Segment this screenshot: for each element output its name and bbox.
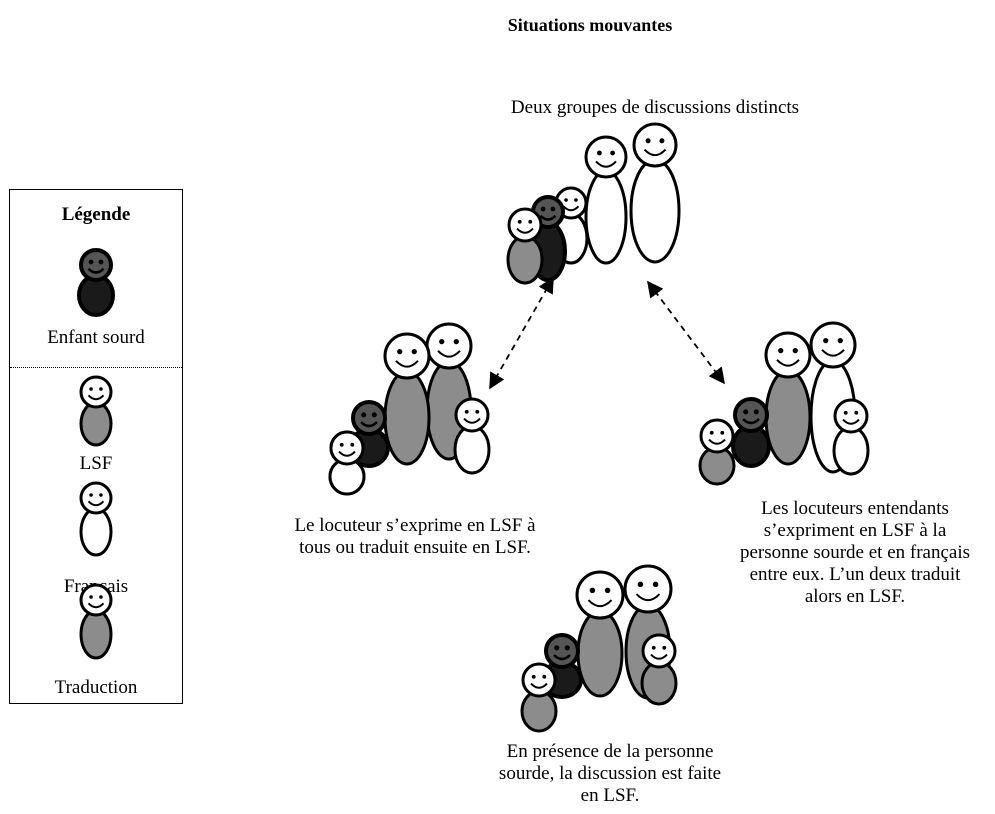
lsf-figure-icon (79, 375, 113, 447)
lsf-figure (698, 418, 736, 486)
caption-right-line: s’expriment en LSF à la (763, 520, 947, 541)
person-figure (328, 430, 366, 496)
legend-label-translation: Traduction (54, 677, 138, 698)
legend-label-deaf-child: Enfant sourd (47, 327, 145, 348)
lsf-figure (425, 322, 473, 461)
arrow-top-right (647, 280, 725, 385)
caption-bottom: En présence de la personne sourde, la di… (460, 741, 760, 807)
lsf-figure (520, 662, 558, 733)
person-figure (832, 398, 870, 476)
deaf-child-figure (541, 633, 583, 699)
lsf-figure (764, 331, 812, 466)
deaf-child-figure (731, 397, 771, 469)
lsf-figure (383, 332, 431, 466)
lsf-figure (506, 207, 544, 285)
caption-right-line: personne sourde et en français (739, 542, 970, 563)
french-figure-icon (79, 481, 113, 557)
legend-divider (10, 367, 182, 368)
translation-figure-icon (79, 583, 113, 660)
legend-label-lsf: LSF (79, 453, 113, 474)
caption-top: Deux groupes de discussions distincts (470, 97, 840, 119)
person-figure (629, 122, 681, 264)
caption-right-line: alors en LSF. (804, 586, 906, 607)
legend-title: Légende (61, 204, 131, 225)
diagram-title: Situations mouvantes (507, 15, 673, 35)
caption-left: Le locuteur s’exprime en LSF à tous ou t… (265, 515, 565, 559)
caption-left-line: Le locuteur s’exprime en LSF à (294, 515, 536, 536)
deaf-child-figure-icon (77, 248, 115, 317)
caption-bottom-line: sourde, la discussion est faite (498, 763, 722, 784)
caption-bottom-line: en LSF. (580, 785, 640, 806)
lsf-figure (640, 633, 678, 706)
arrow-top-left (489, 276, 554, 390)
caption-top-line: Deux groupes de discussions distincts (510, 97, 800, 118)
caption-bottom-line: En présence de la personne (506, 741, 714, 762)
person-figure (584, 135, 628, 265)
caption-right: Les locuteurs entendants s’expriment en … (710, 498, 995, 608)
caption-left-line: tous ou traduit ensuite en LSF. (299, 537, 531, 558)
person-figure (453, 397, 491, 475)
caption-right-line: entre eux. L’un deux traduit (749, 564, 961, 585)
lsf-figure (575, 570, 625, 698)
caption-right-line: Les locuteurs entendants (761, 498, 949, 519)
